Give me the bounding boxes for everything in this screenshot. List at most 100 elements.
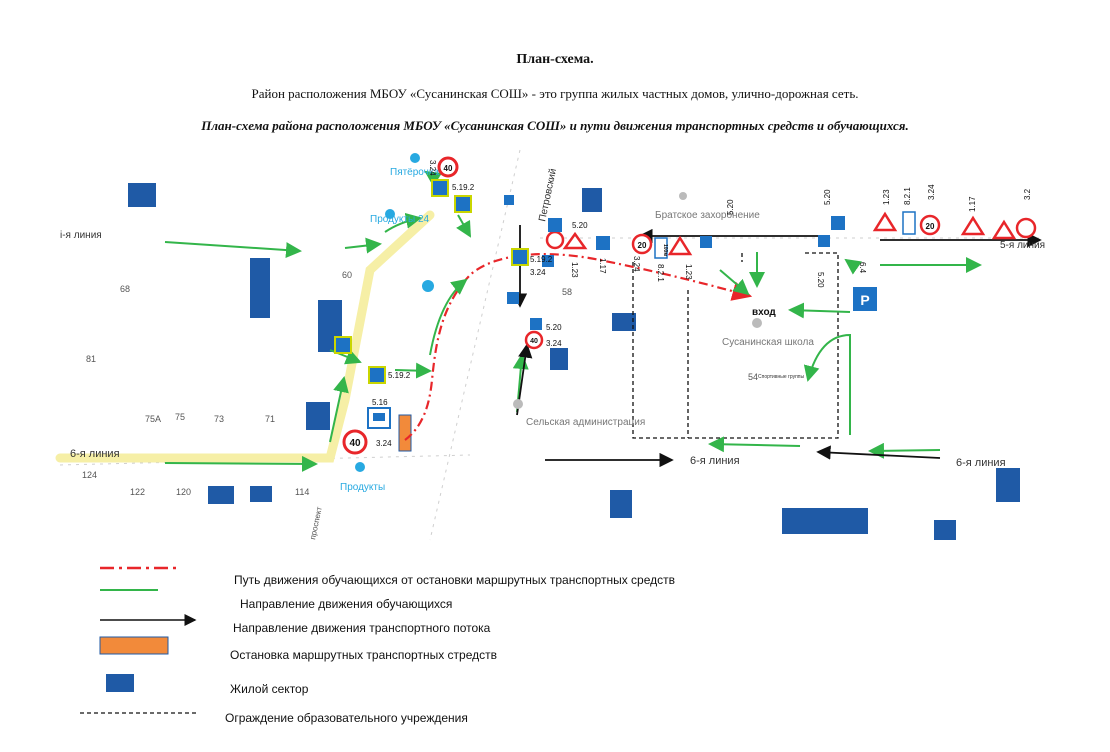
house-number: 124	[82, 470, 97, 480]
sign-code: 3.24	[927, 184, 936, 200]
house-block	[582, 188, 602, 212]
house-block	[250, 486, 272, 502]
sign-code: 1.23	[882, 189, 891, 205]
poi-label-produkty-bottom: Продукты	[340, 482, 385, 493]
house-block	[610, 490, 632, 518]
bus-stop	[398, 414, 412, 452]
street-label-line6-mid: 6-я линия	[690, 455, 740, 467]
legend-item-traffic: Направление движения транспортного поток…	[233, 621, 491, 635]
shop-icon	[355, 462, 365, 472]
street-label-line1: i-я линия	[60, 230, 102, 241]
sign-code: 8.2.1	[656, 264, 665, 282]
house-block	[612, 313, 636, 331]
warning-sign	[960, 215, 986, 236]
speed-limit-sign	[631, 233, 653, 255]
school-icon	[752, 318, 762, 328]
sign-code: 8.2.1	[903, 187, 912, 205]
house-number: 75А	[145, 414, 161, 424]
sign-code: 5.19.2	[530, 255, 553, 264]
sign-code: 3.24	[632, 256, 641, 272]
one-way-sign	[596, 236, 610, 250]
house-number: 81	[86, 354, 96, 364]
legend-item-route: Путь движения обучающихся от остановки м…	[234, 573, 675, 587]
speed-limit-sign	[437, 156, 459, 178]
residential-blocks	[128, 183, 1020, 540]
speed-limit-value: 40	[444, 164, 453, 173]
sign-code: 1.17	[968, 196, 977, 212]
road-edges	[59, 149, 1040, 541]
one-way-sign	[530, 318, 542, 330]
sign-code: 5.20	[572, 221, 588, 230]
speed-limit-value: 40	[349, 438, 361, 449]
shop-icon	[410, 153, 420, 163]
poi-label-pyaterochka: Пятёрочка	[390, 167, 439, 178]
house-block	[550, 348, 568, 370]
admin-icon	[513, 399, 523, 409]
warning-sign	[667, 235, 693, 256]
house-block	[306, 402, 330, 430]
sign-code: 1.23	[684, 264, 693, 280]
house-number: 75	[175, 412, 185, 422]
one-way-sign	[700, 236, 712, 248]
speed-limit-value: 40	[530, 338, 538, 345]
warning-sign	[562, 231, 588, 250]
legend-item-stop: Остановка маршрутных транспортных стредс…	[230, 648, 497, 662]
speed-limit-value: 20	[926, 222, 935, 231]
legend-item-fence: Ограждение образовательного учреждения	[225, 711, 468, 725]
one-way-sign	[504, 195, 514, 205]
house-block	[208, 486, 234, 504]
bus-poi-icon	[422, 280, 434, 292]
house-block	[128, 183, 156, 207]
pedestrian-crossing-sign	[511, 248, 529, 266]
sign-code: 3.2	[1023, 188, 1032, 200]
warning-sign	[991, 219, 1017, 240]
sign-code: 5.19.2	[388, 371, 411, 380]
place-label-vhod: вход	[752, 307, 776, 318]
traffic-flow-arrows	[512, 225, 1042, 468]
sign-code: 3.24	[546, 339, 562, 348]
parking-sign	[853, 287, 877, 311]
shop-icon	[385, 209, 395, 219]
poi-icons	[355, 153, 762, 472]
pedestrian-crossing-sign	[334, 336, 352, 354]
house-block	[782, 508, 868, 534]
pedestrian-crossing-sign	[454, 195, 472, 213]
speed-limit-sign	[524, 330, 544, 350]
one-way-sign	[831, 216, 845, 230]
plan-subtitle: Район расположения МБОУ «Сусанинская СОШ…	[251, 86, 859, 101]
student-route-path	[404, 253, 753, 441]
poi-label-produkty-top: Продукты 24	[370, 214, 430, 225]
speed-limit-sign	[1015, 217, 1037, 239]
parking-letter: P	[860, 292, 869, 308]
sign-code: 5.20	[816, 272, 825, 288]
sign-code: 3.24	[530, 268, 546, 277]
house-number: 71	[265, 414, 275, 424]
sign-code: 5.20	[726, 199, 735, 215]
street-label-line5: 5-я линия	[1000, 240, 1045, 251]
house-number: 58	[562, 287, 572, 297]
one-way-sign	[548, 218, 562, 232]
house-number: 60	[342, 270, 352, 280]
street-label-petrovsky: Петровский	[537, 168, 559, 223]
one-way-sign	[818, 235, 830, 247]
pedestrian-crossing-sign	[368, 366, 386, 384]
house-number: 122	[130, 487, 145, 497]
monument-icon	[679, 192, 687, 200]
distance-plate	[902, 211, 916, 235]
sign-code: 1.23	[570, 262, 579, 278]
distance-plate	[654, 237, 668, 259]
bus-icon	[373, 413, 385, 421]
street-label-line6-right: 6-я линия	[956, 457, 1006, 469]
speed-limit-sign	[342, 429, 368, 455]
place-label-bratskoe: Братское захоронение	[655, 210, 760, 221]
sign-code: 5.20	[823, 189, 832, 205]
speed-limit-sign	[919, 214, 941, 236]
sign-code: 6.4	[858, 262, 867, 274]
plan-heading: План-схема района расположения МБОУ «Сус…	[201, 118, 909, 133]
sign-code: 3.24	[428, 160, 437, 176]
street-label-line6-left: 6-я линия	[70, 448, 120, 460]
sign-misc-text: 100м	[662, 244, 668, 256]
speed-limit-sign	[545, 230, 565, 250]
legend-item-housing: Жилой сектор	[230, 682, 309, 696]
